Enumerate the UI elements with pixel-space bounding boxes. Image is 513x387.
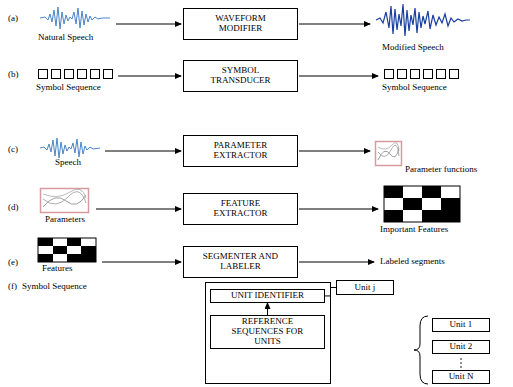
box-label: UNIT IDENTIFIER	[231, 291, 304, 301]
flow-arrow	[96, 209, 181, 210]
box-label: Unit 2	[450, 342, 473, 352]
process-box: UNIT IDENTIFIER	[210, 289, 325, 303]
flow-arrow	[105, 151, 181, 152]
box-label: Unit 1	[450, 320, 473, 330]
caption: Symbol Sequence	[22, 282, 87, 292]
row-letter: (a)	[8, 14, 18, 24]
unit-box: Unit j	[336, 280, 394, 295]
ellipsis-dots	[460, 358, 462, 368]
row-letter: (e)	[8, 258, 18, 268]
caption: Parameter functions	[405, 165, 477, 175]
waveform	[40, 7, 110, 29]
flow-arrow	[118, 76, 181, 77]
row-letter: (b)	[8, 70, 19, 80]
box-label: SYMBOL TRANSDUCER	[201, 66, 281, 86]
feature-grid	[384, 186, 460, 222]
caption: Parameters	[45, 215, 85, 225]
flow-arrow	[299, 209, 378, 210]
text-group: Unit 2	[450, 342, 473, 352]
box-label: Unit N	[449, 372, 474, 382]
box-label: Unit j	[355, 283, 376, 293]
caption: Labeled segments	[380, 257, 445, 267]
caption: Symbol Sequence	[36, 83, 101, 93]
reference-box: REFERENCE SEQUENCES FOR UNITS	[210, 315, 325, 349]
process-box: SEGMENTER AND LABELER	[183, 246, 298, 278]
waveform	[376, 4, 470, 36]
caption: Symbol Sequence	[382, 83, 447, 93]
text-group: Unit N	[449, 372, 474, 382]
caption: Natural Speech	[38, 33, 93, 43]
caption: Modified Speech	[382, 43, 444, 53]
caption: Features	[42, 264, 73, 274]
unit-box: Unit 1	[432, 318, 490, 332]
text-group: Unit j	[355, 283, 376, 293]
parameter-plot	[41, 189, 89, 213]
text-group: SYMBOL TRANSDUCER	[201, 66, 281, 86]
unit-classifier-frame	[206, 283, 331, 384]
text-group: Unit 1	[450, 320, 473, 330]
symbol-squares	[385, 70, 459, 79]
caption: Speech	[55, 158, 81, 168]
flow-arrow	[299, 151, 370, 152]
symbol-squares	[39, 70, 113, 79]
unit-box: Unit 2	[432, 340, 490, 354]
text-group: PARAMETER EXTRACTOR	[201, 141, 281, 161]
process-box: PARAMETER EXTRACTOR	[183, 135, 298, 167]
text-group: UNIT IDENTIFIER	[231, 291, 304, 301]
flow-arrow	[102, 262, 181, 263]
text-group: SEGMENTER AND LABELER	[201, 252, 281, 272]
flow-arrow	[299, 76, 378, 77]
process-box: WAVEFORM MODIFIER	[183, 8, 298, 40]
unit-box: Unit N	[432, 370, 490, 384]
box-label: WAVEFORM MODIFIER	[201, 14, 281, 34]
box-label: FEATURE EXTRACTOR	[201, 199, 281, 219]
parameter-plot	[376, 142, 402, 166]
process-box: SYMBOL TRANSDUCER	[183, 60, 298, 92]
waveform	[40, 138, 100, 158]
flow-arrow	[116, 24, 181, 25]
text-group: REFERENCE SEQUENCES FOR UNITS	[230, 317, 305, 347]
box-label: REFERENCE SEQUENCES FOR UNITS	[230, 317, 305, 347]
brace	[414, 316, 428, 384]
box-label: PARAMETER EXTRACTOR	[201, 141, 281, 161]
process-box: FEATURE EXTRACTOR	[183, 193, 298, 225]
box-label: SEGMENTER AND LABELER	[201, 252, 281, 272]
row-letter: (d)	[8, 203, 19, 213]
feature-grid	[38, 238, 96, 262]
connector	[267, 303, 268, 315]
text-group: FEATURE EXTRACTOR	[201, 199, 281, 219]
connector	[325, 288, 336, 296]
caption: Important Features	[380, 225, 448, 235]
flow-arrow	[299, 24, 370, 25]
flow-arrow	[299, 262, 374, 263]
row-letter: (c)	[8, 145, 18, 155]
row-letter: (f)	[8, 282, 17, 292]
text-group: WAVEFORM MODIFIER	[201, 14, 281, 34]
